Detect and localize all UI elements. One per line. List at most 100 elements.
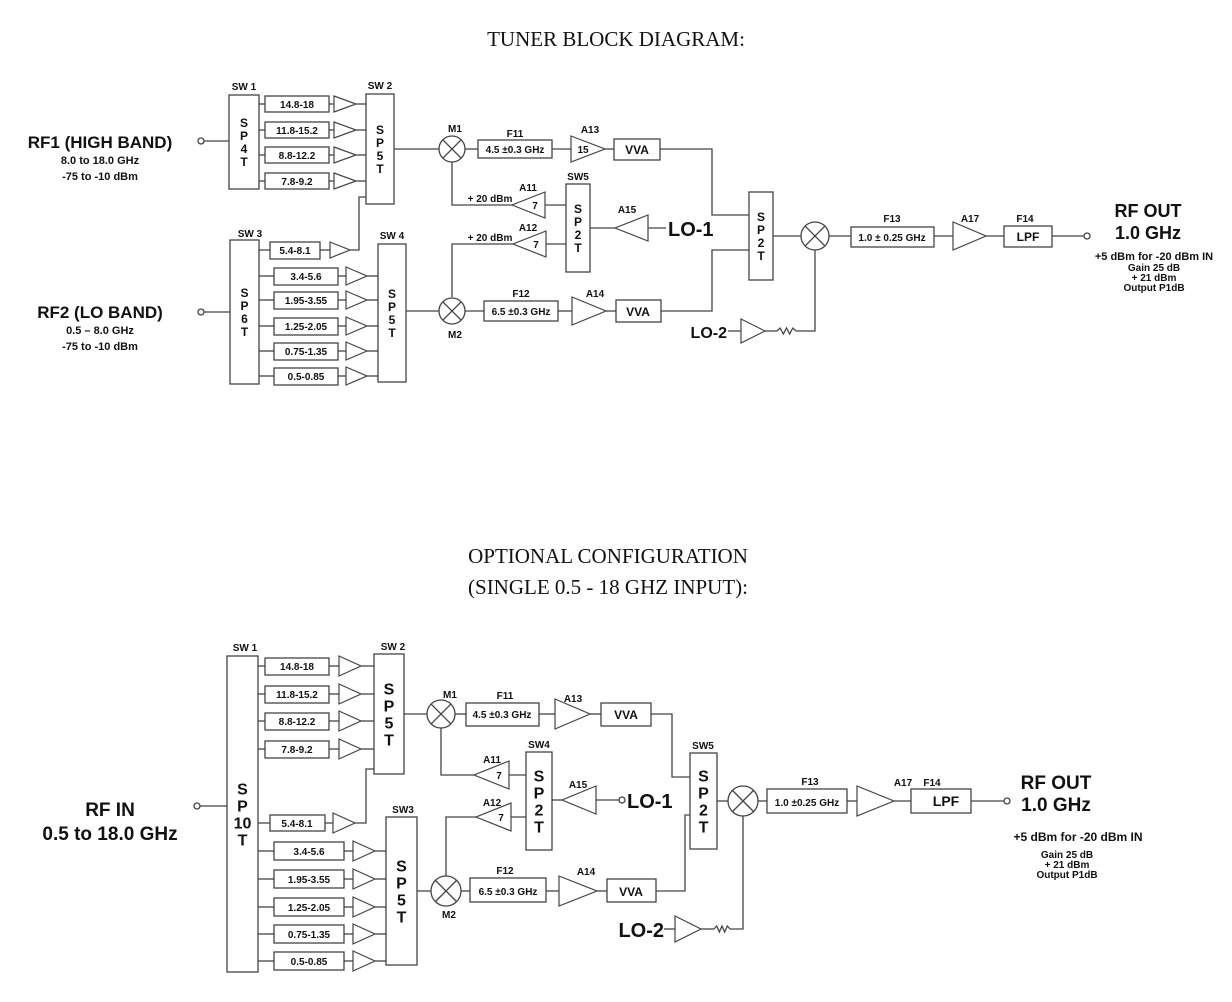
bottom-title-line2: (SINGLE 0.5 - 18 GHZ INPUT): [468, 575, 748, 599]
sw3-type-char: P [396, 875, 407, 892]
rf1-level: -75 to -10 dBm [62, 171, 138, 183]
sw1-box [226, 655, 259, 973]
rf-out-name: RF OUT [1115, 201, 1182, 221]
f12-value: 6.5 ±0.3 GHz [492, 307, 551, 318]
rf-out-p1db-value: + 21 dBm [1045, 860, 1090, 871]
a12-gain: 7 [498, 813, 504, 824]
amplifier-icon [333, 121, 358, 139]
sw4-box [525, 751, 553, 851]
rf-out-freq: 1.0 GHz [1021, 795, 1091, 816]
top-diagram: TUNER BLOCK DIAGRAM:RF1 (HIGH BAND)8.0 t… [28, 27, 1213, 386]
f11-label: F11 [507, 129, 524, 140]
amplifier-icon [352, 896, 377, 918]
amplifier-icon [338, 738, 363, 760]
a12-label: A12 [483, 798, 502, 809]
wire [796, 250, 816, 332]
wire [350, 196, 366, 251]
f13-label: F13 [883, 214, 901, 225]
rf-out-spec: +5 dBm for -20 dBm IN [1013, 830, 1142, 844]
sw2-type-char: 5 [385, 715, 394, 732]
a11-gain: 7 [496, 771, 502, 782]
sw3-box [385, 816, 418, 966]
mixer-m2-icon [430, 875, 462, 907]
a14-label: A14 [586, 289, 605, 300]
sw5-label: SW5 [567, 172, 589, 183]
rf-in-name: RF IN [85, 800, 135, 821]
amplifier-icon [345, 316, 369, 336]
sw4-box [377, 243, 407, 383]
sw4-type-char: S [534, 768, 545, 785]
filter-label: 0.75-1.35 [288, 930, 331, 941]
lpf-label: LPF [933, 793, 960, 809]
filter-label: 7.8-9.2 [281, 745, 313, 756]
sw1-type-char: T [240, 155, 248, 169]
sw1-type-char: S [237, 781, 248, 798]
filter-label: 3.4-5.6 [290, 272, 322, 283]
a11-label: A11 [519, 183, 537, 194]
wire [656, 814, 692, 892]
sw2-label: SW 2 [381, 642, 406, 653]
f13-value: 1.0 ± 0.25 GHz [858, 233, 925, 244]
filter-label: 11.8-15.2 [276, 126, 318, 137]
a11-power: + 20 dBm [468, 194, 513, 205]
sw4-type-char: T [534, 819, 544, 836]
a12-label: A12 [519, 223, 538, 234]
a14-label: A14 [577, 867, 596, 878]
amplifier-a15-icon [613, 214, 649, 242]
sw5-type-char: 2 [699, 802, 708, 819]
amplifier-icon [352, 868, 377, 890]
amplifier-a14-icon [558, 875, 599, 907]
mixer-m1-icon [426, 699, 456, 729]
sw4-label: SW 4 [380, 231, 405, 242]
vva-label: VVA [619, 885, 643, 899]
f14-label: F14 [923, 778, 941, 789]
rf2-range: 0.5 – 8.0 GHz [66, 325, 134, 337]
sw1-type-char: S [240, 116, 248, 130]
rf-out-freq: 1.0 GHz [1115, 223, 1181, 243]
sw1-type-char: P [240, 129, 248, 143]
attenuator-icon [776, 326, 797, 336]
sw4-type-char: 2 [535, 802, 544, 819]
sw5-label: SW5 [692, 741, 714, 752]
wire [661, 249, 750, 312]
sw3-label: SW 3 [238, 229, 263, 240]
lo1-label: LO-1 [627, 791, 673, 813]
wire [730, 816, 744, 930]
f13-value: 1.0 ±0.25 GHz [775, 798, 839, 809]
mixer-cross [430, 703, 452, 725]
rf2-input-port [197, 308, 205, 316]
sw1-box [228, 94, 260, 190]
lo1-port [618, 796, 626, 804]
sw3-type-char: S [240, 286, 248, 300]
m1-label: M1 [448, 124, 462, 135]
sw3-label: SW3 [392, 805, 414, 816]
filter-label: 0.75-1.35 [285, 347, 328, 358]
filter-label: 5.4-8.1 [279, 246, 311, 257]
sw5-type-char: 2 [575, 228, 582, 242]
rf-in-port [193, 802, 201, 810]
filter-label: 0.5-0.85 [288, 372, 325, 383]
lo2-label: LO-2 [618, 920, 664, 942]
sw5-box [689, 752, 718, 850]
sw3-box [229, 239, 260, 385]
sw2-box [373, 653, 405, 775]
wire [451, 162, 512, 206]
a11-label: A11 [483, 755, 501, 766]
amplifier-a13-icon [570, 135, 607, 163]
sw6-type-char: S [757, 210, 765, 224]
sw3-type-char: 5 [397, 892, 406, 909]
rf-out-p1db-label: Output P1dB [1123, 283, 1184, 294]
sw2-label: SW 2 [368, 81, 393, 92]
rf2-level: -75 to -10 dBm [62, 341, 138, 353]
wire [440, 728, 474, 776]
rf-out-gain: Gain 25 dB [1041, 850, 1093, 861]
rf-out-port [1003, 797, 1011, 805]
amplifier-a12-icon [511, 230, 547, 258]
vva-label: VVA [625, 143, 649, 157]
amplifier-a13-icon [554, 698, 592, 730]
sw2-type-char: T [384, 732, 394, 749]
rf1-name: RF1 (HIGH BAND) [28, 133, 173, 152]
sw2-type-char: S [376, 123, 384, 137]
rf-out-spec: +5 dBm for -20 dBm IN [1095, 251, 1213, 263]
amplifier-icon [329, 241, 352, 259]
